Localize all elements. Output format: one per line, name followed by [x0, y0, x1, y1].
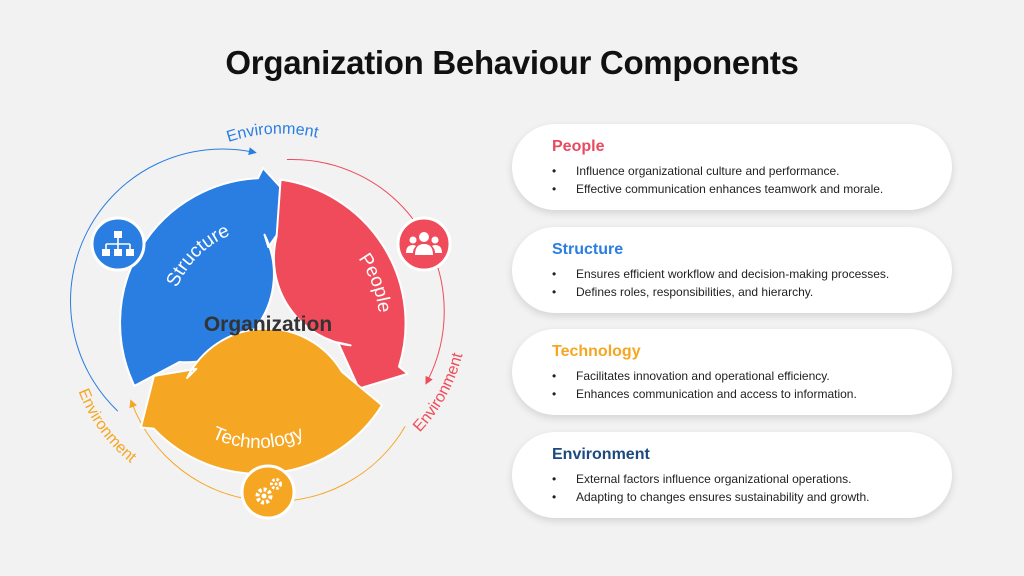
- card-title-people: People: [552, 138, 605, 155]
- card-bullet: Adapting to changes ensures sustainabili…: [552, 488, 952, 506]
- cycle-diagram: Structure People Technology Environment …: [70, 120, 466, 520]
- gears-icon: [240, 464, 296, 520]
- environment-label-top: Environment: [225, 120, 321, 145]
- people-arrow: [272, 178, 409, 390]
- environment-label-right: Environment: [410, 351, 466, 436]
- card-title-technology: Technology: [552, 343, 641, 360]
- environment-label-left: Environment: [75, 386, 140, 466]
- org-chart-icon: [90, 216, 146, 272]
- environment-arc-blue: [70, 147, 257, 412]
- technology-arrow: [139, 327, 384, 475]
- card-bullet: Effective communication enhances teamwor…: [552, 180, 952, 198]
- page-title: Organization Behaviour Components: [225, 44, 799, 81]
- info-card-structure: Structure Ensures efficient workflow and…: [512, 227, 952, 313]
- card-bullet: External factors influence organizationa…: [552, 470, 952, 488]
- info-card-people: People Influence organizational culture …: [512, 124, 952, 210]
- info-card-environment: Environment External factors influence o…: [512, 432, 952, 518]
- card-title-environment: Environment: [552, 446, 650, 463]
- card-title-structure: Structure: [552, 241, 624, 258]
- team-icon: [396, 216, 452, 272]
- card-bullet: Ensures efficient workflow and decision-…: [552, 265, 952, 283]
- card-bullet: Enhances communication and access to inf…: [552, 385, 952, 403]
- info-card-technology: Technology Facilitates innovation and op…: [512, 329, 952, 415]
- card-bullet: Defines roles, responsibilities, and hie…: [552, 283, 952, 301]
- card-bullet: Influence organizational culture and per…: [552, 162, 952, 180]
- center-label: Organization: [204, 313, 332, 336]
- card-bullet: Facilitates innovation and operational e…: [552, 367, 952, 385]
